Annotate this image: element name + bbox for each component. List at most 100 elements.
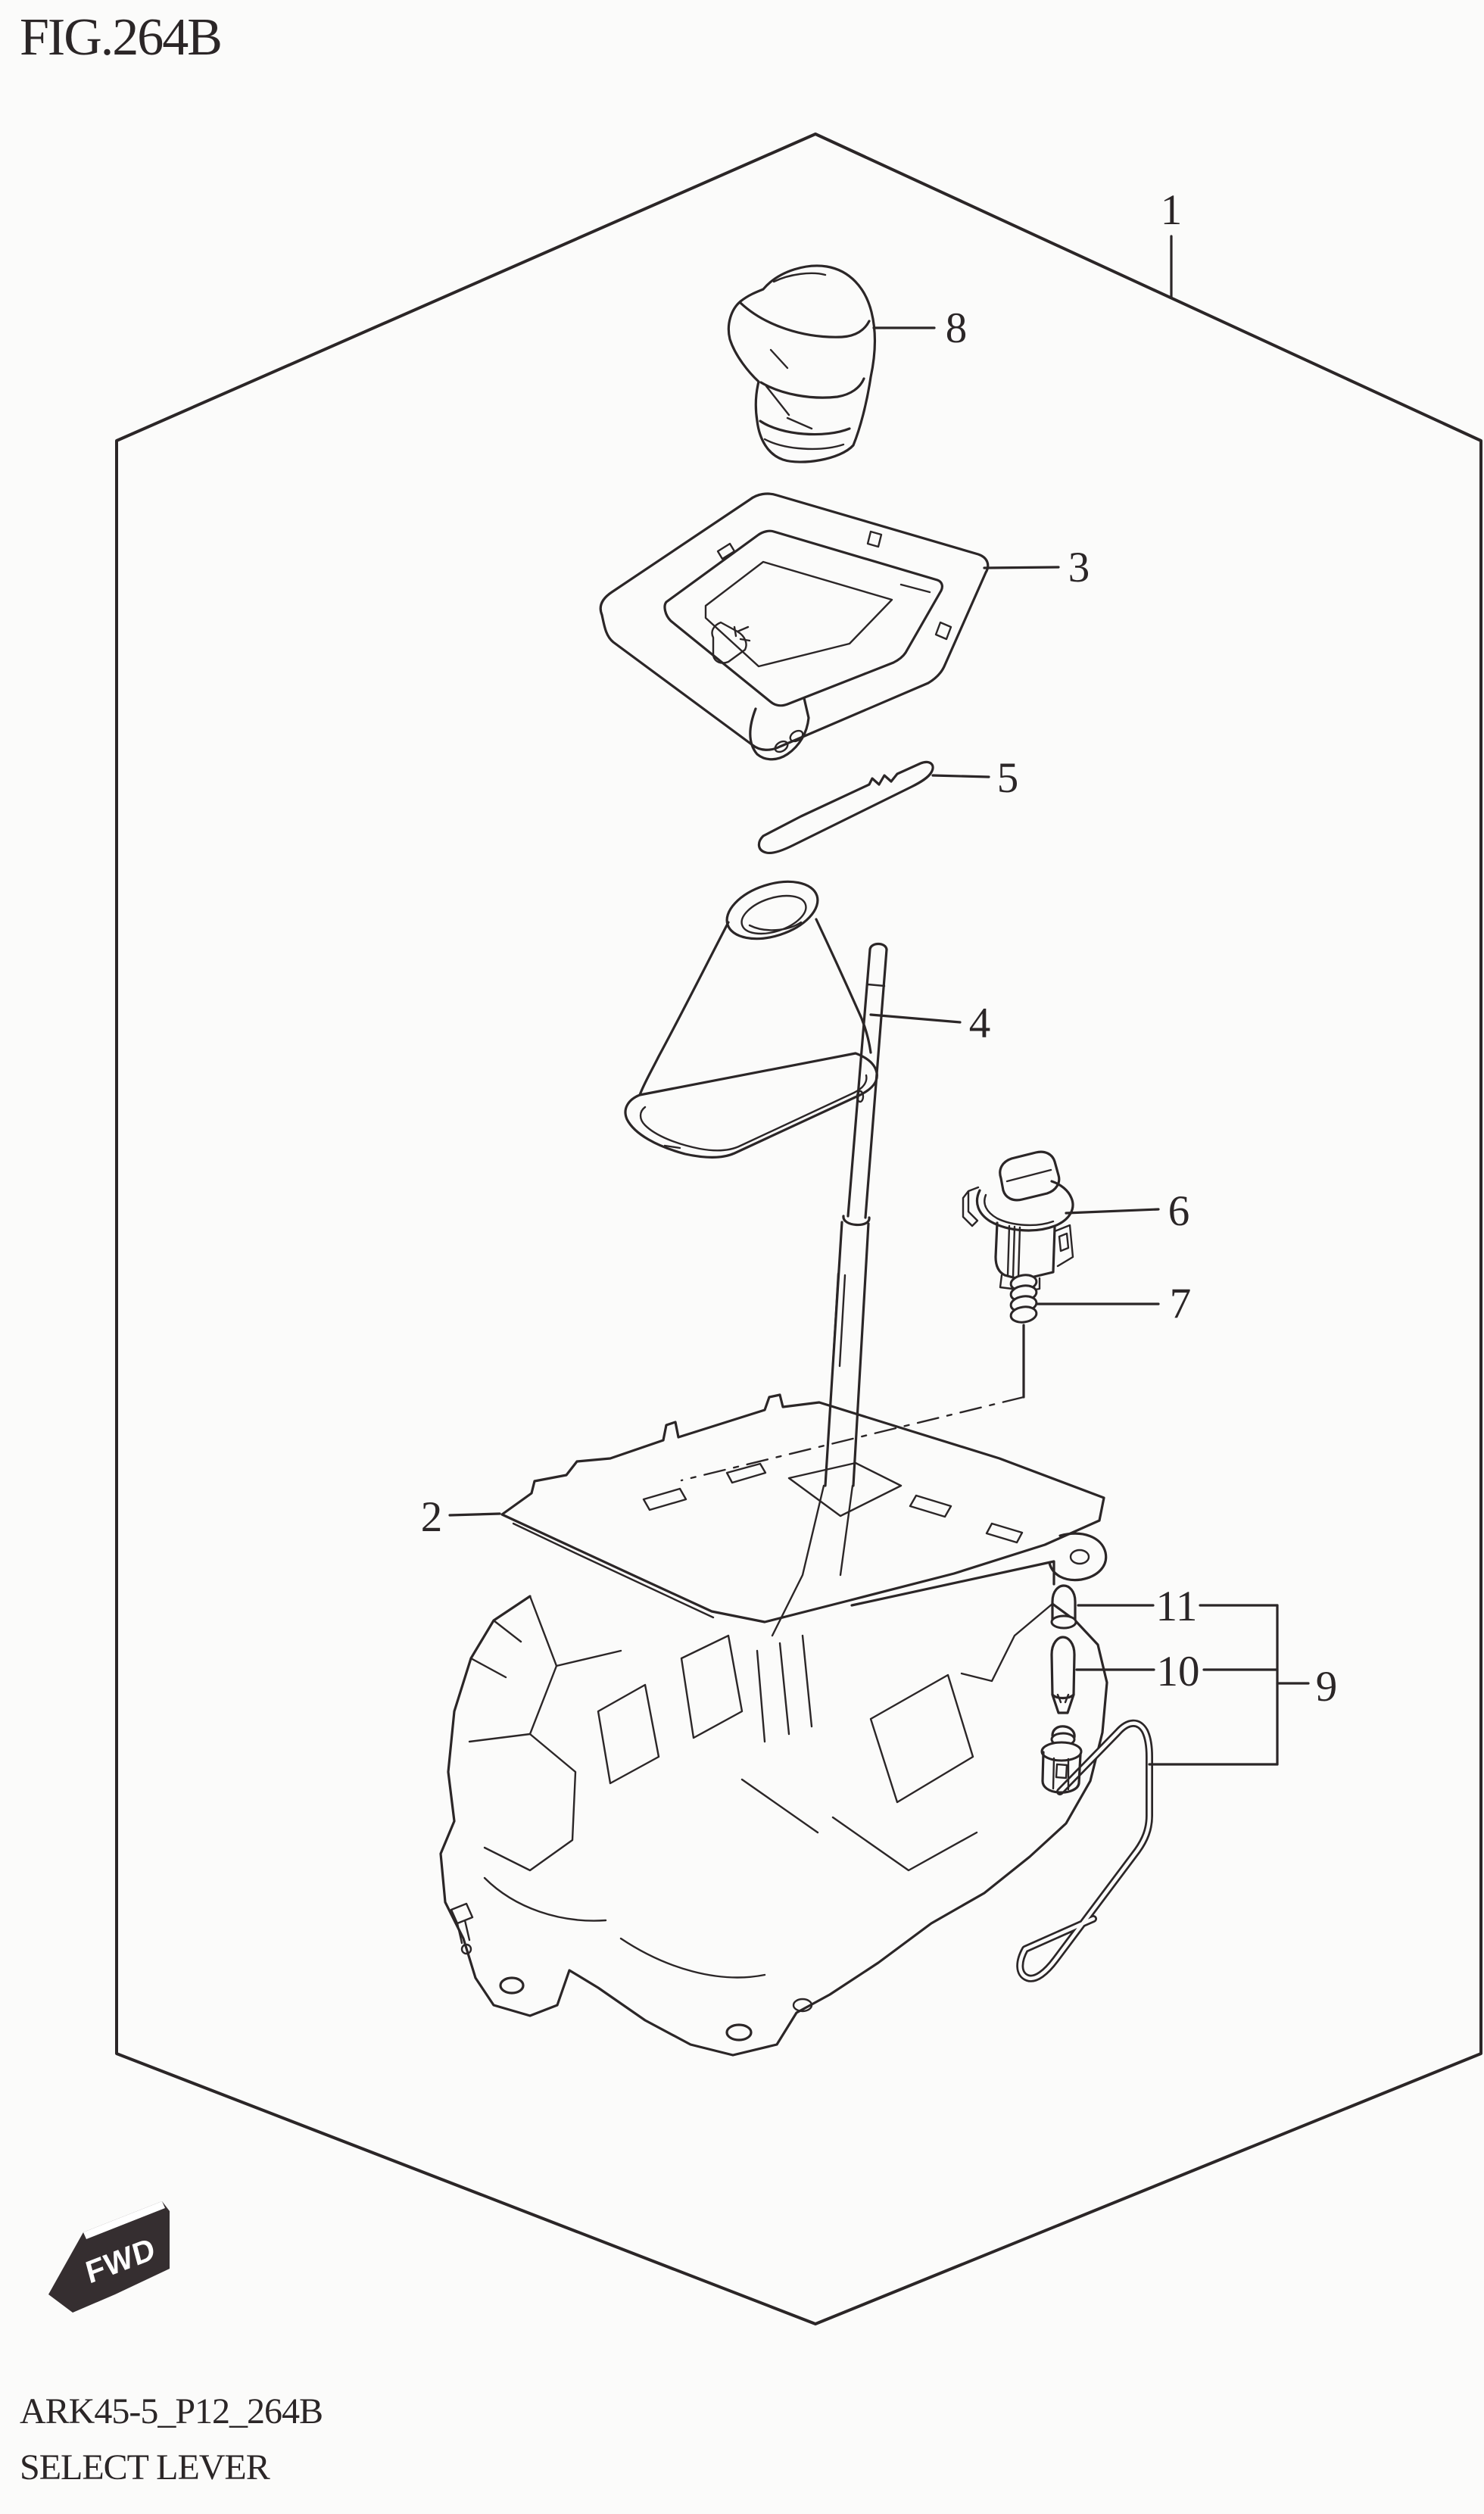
boot-top-opening bbox=[725, 880, 819, 940]
solenoid-wing bbox=[1053, 1224, 1074, 1268]
part-9-socket-and-wire bbox=[1016, 1719, 1153, 1982]
callout-2: 2 bbox=[421, 1493, 443, 1541]
leader-11-assembly bbox=[850, 1560, 1055, 1607]
solenoid-bracket-c bbox=[962, 1186, 980, 1227]
plate-slot-3 bbox=[909, 1494, 952, 1518]
shaft-collar bbox=[842, 1215, 871, 1227]
socket-slot-1 bbox=[1052, 1757, 1055, 1790]
part-2-housing bbox=[439, 1393, 1108, 2057]
part-3-bezel-panel bbox=[599, 492, 990, 761]
plate-outline bbox=[757, 760, 934, 855]
plate-slot-2 bbox=[725, 1462, 767, 1484]
bezel-gate-slot bbox=[704, 560, 893, 668]
part-4-boot bbox=[624, 880, 878, 1159]
cap-base bbox=[1050, 1614, 1077, 1630]
leader-3 bbox=[983, 566, 1060, 569]
bezel-edge-clip bbox=[934, 621, 952, 641]
knob-mid-seam bbox=[759, 377, 865, 399]
boot-top-inner bbox=[740, 894, 807, 935]
casting-window-1 bbox=[597, 1683, 660, 1785]
callout-8: 8 bbox=[946, 304, 968, 352]
bolt-tip bbox=[460, 1943, 472, 1955]
solenoid-cap-seam bbox=[1005, 1168, 1052, 1183]
casting-left-pocket bbox=[468, 1733, 577, 1872]
solenoid-cap bbox=[999, 1150, 1061, 1202]
left-foot-hole bbox=[499, 1976, 525, 1995]
shaft-left-edge bbox=[846, 948, 871, 1218]
bezel-window bbox=[663, 529, 943, 707]
bezel-clip-right bbox=[866, 530, 883, 548]
socket-window bbox=[1055, 1763, 1068, 1779]
bulb-filament bbox=[1056, 1693, 1070, 1704]
solenoid-wing-hole bbox=[1058, 1232, 1070, 1252]
bezel-clip-top bbox=[716, 542, 736, 560]
diagram-border-hexagon bbox=[115, 133, 1482, 2325]
callout-9: 9 bbox=[1316, 1663, 1338, 1711]
bezel-mount-tab bbox=[749, 697, 810, 761]
fwd-arrow-body bbox=[48, 2201, 170, 2313]
part-7-spring bbox=[1009, 1274, 1038, 1324]
figure-code: ARK45-5_P12_264B bbox=[20, 2391, 323, 2431]
callout-6: 6 bbox=[1168, 1187, 1190, 1235]
knob-outline bbox=[727, 264, 876, 463]
boot-base-outer bbox=[624, 1052, 878, 1159]
casting-arc-1 bbox=[483, 1876, 607, 1922]
figure-footer: ARK45-5_P12_264B SELECT LEVER bbox=[20, 2384, 323, 2496]
fwd-arrow-stripe bbox=[83, 2201, 165, 2239]
shaft-ring bbox=[866, 983, 886, 987]
part-11-bulb-cap bbox=[1050, 1584, 1077, 1630]
spring-coil-4 bbox=[1009, 1305, 1038, 1324]
boot-right-side bbox=[815, 918, 872, 1054]
fwd-direction-arrow: FWD bbox=[48, 2201, 170, 2313]
socket-body bbox=[1041, 1751, 1082, 1794]
casting-window-2 bbox=[680, 1634, 744, 1739]
cap-dome bbox=[1051, 1584, 1077, 1622]
knob-bottom-band-1 bbox=[759, 420, 851, 436]
boot-left-side bbox=[638, 921, 730, 1096]
solenoid-collar-inner bbox=[984, 1193, 1055, 1227]
shaft-lower-right bbox=[852, 1222, 870, 1487]
part-2-lever-shaft bbox=[824, 942, 888, 1487]
bulb-glass bbox=[1050, 1636, 1076, 1696]
bolt-body bbox=[450, 1902, 474, 1945]
part-5-slider-plate bbox=[757, 760, 934, 855]
casting-rib-1 bbox=[756, 1649, 766, 1743]
bezel-screw-marks bbox=[733, 625, 751, 642]
casting-left-rib bbox=[555, 1649, 622, 1667]
right-flange bbox=[1048, 1532, 1108, 1582]
part-6-solenoid bbox=[962, 1150, 1074, 1293]
mid-foot-hole bbox=[792, 1998, 813, 2013]
socket-top bbox=[1051, 1725, 1076, 1739]
callout-7: 7 bbox=[1170, 1280, 1192, 1327]
plate-thickness-line bbox=[512, 1522, 715, 1619]
leader-4 bbox=[869, 1013, 962, 1024]
leader-lines bbox=[448, 235, 1310, 1766]
right-flange-hole bbox=[1069, 1549, 1090, 1565]
part-10-bulb bbox=[1050, 1636, 1076, 1714]
harness-wire-inner bbox=[1018, 1721, 1152, 1981]
knob-upper-seam bbox=[739, 301, 871, 338]
bezel-button-opening bbox=[711, 621, 747, 664]
bezel-outline bbox=[599, 492, 990, 751]
callout-3: 3 bbox=[1068, 544, 1090, 591]
plate-slot-1 bbox=[642, 1487, 687, 1511]
shaft-slot-right bbox=[838, 1274, 846, 1368]
plate-center-opening bbox=[787, 1461, 903, 1517]
knob-top-seam bbox=[772, 272, 827, 283]
socket-flange bbox=[1040, 1741, 1083, 1762]
callout-11: 11 bbox=[1156, 1583, 1198, 1630]
leader-7-dashline bbox=[680, 1396, 1025, 1482]
casting-left-wall bbox=[528, 1595, 558, 1736]
figure-title: FIG.264B bbox=[20, 8, 223, 67]
callout-10: 10 bbox=[1157, 1648, 1200, 1695]
casting-rib-2 bbox=[778, 1642, 790, 1736]
bulb-base bbox=[1051, 1693, 1075, 1714]
leader-6 bbox=[1065, 1208, 1160, 1215]
casting-clip-1 bbox=[492, 1619, 522, 1643]
bezel-detail-line bbox=[899, 583, 931, 594]
casting-arc-2 bbox=[619, 1937, 766, 1979]
shaft-top-cap bbox=[868, 942, 888, 951]
part-8-shift-knob bbox=[727, 264, 876, 463]
knob-grip-line-1 bbox=[769, 348, 789, 370]
